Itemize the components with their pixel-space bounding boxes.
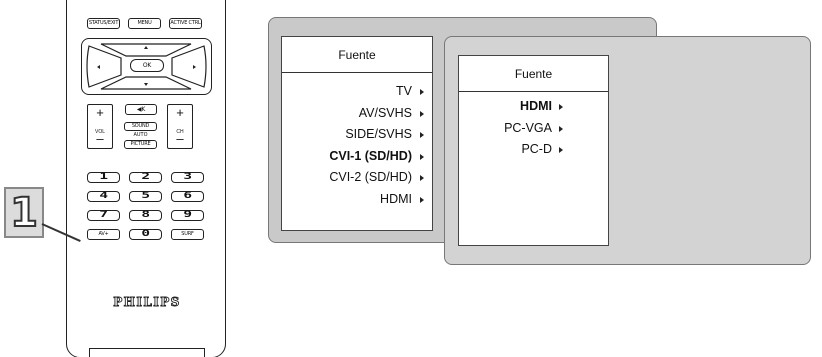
digit-1-label: 1 [99, 172, 108, 182]
channel-down-label: – [176, 131, 184, 146]
digit-0-button[interactable]: 0 [129, 229, 162, 240]
sound-button[interactable]: SOUND [124, 122, 157, 131]
menu-item-label: CVI-2 (SD/HD) [329, 170, 412, 184]
digit-9-label: 9 [183, 210, 192, 220]
submenu-arrow-icon [559, 104, 563, 110]
submenu-arrow-icon [420, 110, 424, 117]
menu-item-label: AV/SVHS [358, 105, 412, 120]
digit-3-label: 3 [183, 172, 192, 182]
menu-item[interactable]: TV [282, 81, 432, 103]
digit-2-button[interactable]: 2 [129, 172, 162, 183]
digit-6-label: 6 [183, 191, 192, 201]
menu-item[interactable]: PC-D [459, 139, 590, 161]
volume-rocker[interactable]: + VOL – [87, 104, 113, 149]
menu-item-label: PC-D [521, 142, 552, 156]
source-menu-list: TV AV/SVHS SIDE/SVHS CVI-1 (SD/HD) CVI-2 (SD… [282, 73, 432, 210]
digit-1-button[interactable]: 1 [87, 172, 120, 183]
up-button[interactable] [100, 43, 192, 57]
menu-button[interactable]: MENU [128, 18, 161, 29]
mute-button[interactable]: ◀K [125, 104, 157, 115]
left-button[interactable] [86, 45, 122, 88]
digit-5-button[interactable]: 5 [129, 191, 162, 202]
digit-5-label: 5 [141, 191, 150, 201]
digit-2-label: 2 [141, 172, 150, 182]
arrow-up-icon [144, 46, 148, 49]
digit-8-label: 8 [141, 210, 150, 220]
source-submenu-title: Fuente [459, 56, 608, 92]
channel-rocker[interactable]: + CH – [167, 104, 193, 149]
menu-item-label: HDMI [380, 191, 412, 206]
arrow-right-icon [193, 65, 196, 69]
channel-label: CH [176, 129, 184, 135]
status-exit-button[interactable]: STATUS/EXIT [87, 18, 120, 29]
digit-4-label: 4 [99, 191, 108, 201]
menu-item[interactable]: SIDE/SVHS [282, 124, 432, 146]
submenu-arrow-icon [420, 132, 424, 138]
arrow-left-icon [97, 65, 100, 69]
menu-item[interactable]: HDMI [459, 96, 590, 118]
menu-item[interactable]: AV/SVHS [282, 103, 432, 125]
digit-7-label: 7 [99, 210, 108, 220]
digit-9-button[interactable]: 9 [171, 210, 204, 221]
arrow-down-icon [144, 83, 148, 86]
menu-item-label: PC-VGA [504, 120, 552, 135]
active-ctrl-button[interactable]: ACTIVE CTRL [169, 18, 202, 29]
digit-0-label: 0 [141, 229, 150, 239]
source-menu: Fuente TV AV/SVHS SIDE/SVHS CVI-1 (SD/HD) CV… [281, 36, 433, 231]
menu-item-label: CVI-1 (SD/HD) [329, 148, 412, 163]
digit-3-button[interactable]: 3 [171, 172, 204, 183]
step-callout: 1 [4, 187, 44, 238]
volume-up-label: + [96, 105, 104, 120]
digit-4-button[interactable]: 4 [87, 191, 120, 202]
submenu-arrow-icon [559, 125, 563, 132]
picture-button[interactable]: PICTURE [124, 140, 157, 149]
right-button[interactable] [171, 45, 207, 88]
av-plus-button[interactable]: AV+ [87, 229, 120, 240]
remote-bottom-slot [89, 348, 205, 357]
menu-item[interactable]: CVI-1 (SD/HD) [282, 146, 432, 168]
ok-button[interactable]: OK [130, 59, 164, 72]
digit-7-button[interactable]: 7 [87, 210, 120, 221]
surf-button[interactable]: SURF [171, 229, 204, 240]
navigation-pad: OK [81, 38, 212, 95]
source-submenu: Fuente HDMI PC-VGA PC-D [458, 55, 609, 246]
submenu-arrow-icon [420, 89, 424, 95]
menu-item-label: HDMI [520, 99, 552, 113]
submenu-arrow-icon [420, 196, 424, 203]
digit-6-button[interactable]: 6 [171, 191, 204, 202]
menu-item[interactable]: HDMI [282, 189, 432, 211]
submenu-arrow-icon [420, 153, 424, 160]
menu-item-label: SIDE/SVHS [345, 127, 412, 141]
source-menu-title: Fuente [282, 37, 432, 73]
channel-up-label: + [176, 105, 184, 120]
submenu-arrow-icon [559, 147, 563, 153]
brand-logo: PHILIPS [113, 295, 181, 310]
step-number: 1 [9, 189, 39, 236]
volume-down-label: – [96, 131, 104, 146]
remote-control: STATUS/EXIT MENU ACTIVE CTRL OK + VOL – … [66, 0, 226, 357]
source-submenu-list: HDMI PC-VGA PC-D [459, 92, 608, 161]
digit-8-button[interactable]: 8 [129, 210, 162, 221]
submenu-arrow-icon [420, 175, 424, 181]
volume-label: VOL [94, 129, 105, 135]
menu-item[interactable]: PC-VGA [459, 118, 590, 140]
menu-item-label: TV [396, 84, 412, 98]
auto-label: AUTO [133, 132, 148, 138]
menu-item[interactable]: CVI-2 (SD/HD) [282, 167, 432, 189]
